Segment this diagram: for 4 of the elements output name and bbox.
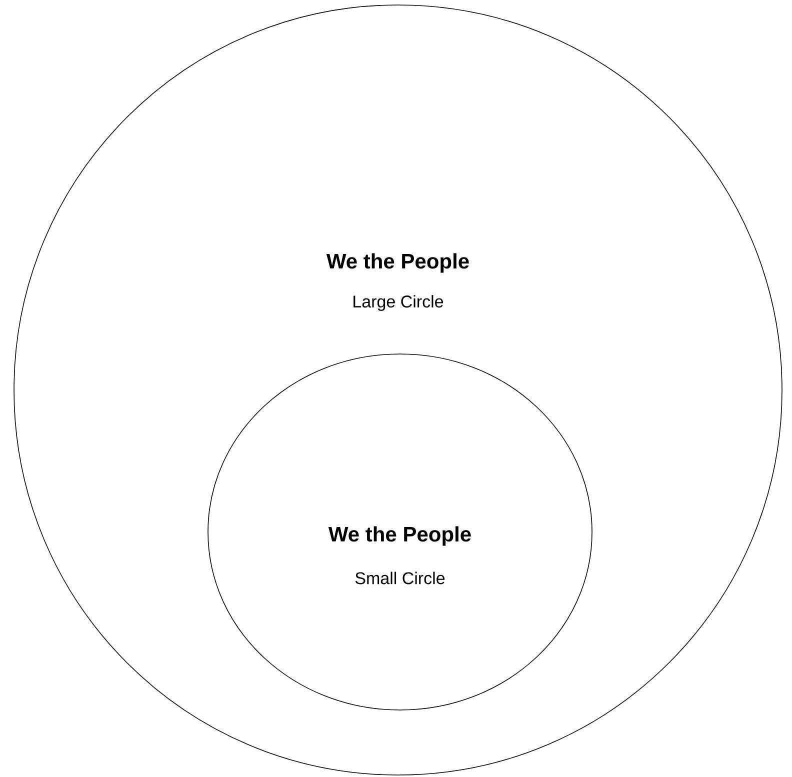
heading: We the People [328,526,471,546]
circle-label: Small Circle [355,572,445,584]
heading: We the People [326,253,469,273]
circle-label: Large Circle [354,295,444,311]
